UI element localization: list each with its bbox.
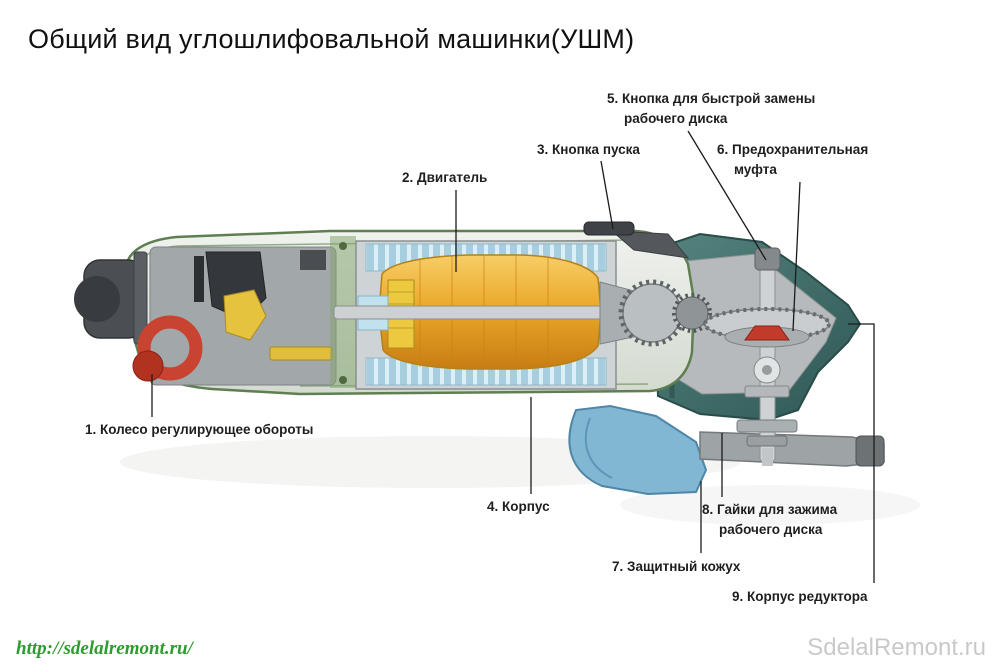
leader-line-6 [792,181,801,332]
spindle-lock-button [754,247,781,271]
speed-wheel-knob [132,350,164,382]
leader-lines [151,130,875,583]
trigger-rod [194,256,204,302]
page-title: Общий вид углошлифовальной машинки(УШМ) [28,24,635,54]
spindle-bearing-core [762,365,772,375]
leader-line-5 [687,130,767,261]
disc-arm-end [855,435,885,467]
pinion-gear [675,296,709,330]
screw [339,242,347,250]
clamp-nut-outer [736,419,798,433]
part-label-3: 3. Кнопка пуска [537,142,640,157]
part-label-1: 1. Колесо регулирующее обороты [85,422,314,437]
part-label-6: 6. Предохранительная муфта [717,142,869,178]
part-label-4: 4. Корпус [487,499,550,514]
part-label-5: 5. Кнопка для быстрой замены рабочего ди… [607,91,816,127]
switch-lever-yellow [223,289,267,341]
watermark: SdelalRemont.ru [807,634,986,661]
motor-end-cap [610,230,690,259]
yellow-strip [269,346,333,361]
carbon-brush [300,250,326,270]
leader-line-9 [848,323,875,583]
part-label-2: 2. Двигатель [402,170,488,185]
speed-control-wheel [137,315,203,381]
part-label-7: 7. Защитный кожух [612,559,741,574]
protective-guard-rim [584,417,613,479]
pinion-gear-teeth [672,293,712,333]
spindle-collar [744,385,790,398]
clamp-nut-inner [746,435,788,447]
part-label-8: 8. Гайки для зажима рабочего диска [702,502,838,538]
main-gear-teeth [703,307,831,341]
part-label-9: 9. Корпус редуктора [732,589,868,604]
spindle-tip [762,448,773,466]
power-switch [583,221,635,236]
screw [339,376,347,384]
shadow [620,485,920,525]
safety-clutch [744,325,790,341]
collar-ridges [388,291,414,329]
cable-gland [74,276,120,322]
leader-line-3 [600,160,614,230]
source-url-link[interactable]: http://sdelalremont.ru/ [16,638,193,659]
